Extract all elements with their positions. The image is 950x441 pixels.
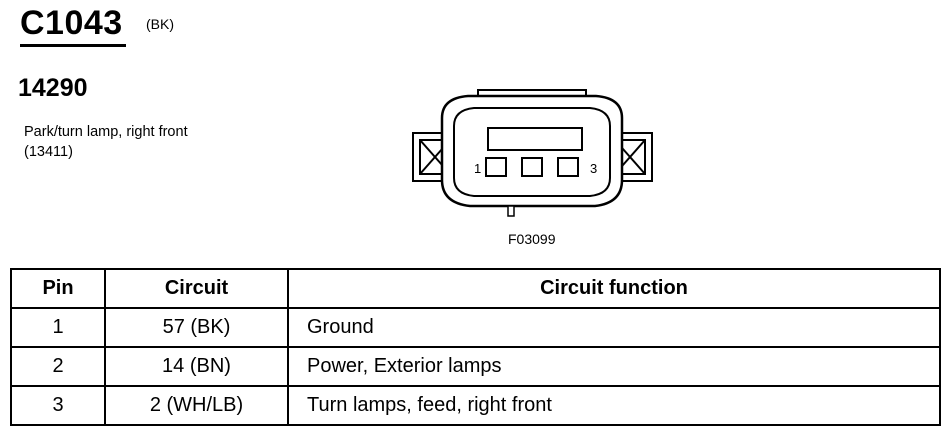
cell-function: Power, Exterior lamps (287, 346, 941, 387)
cell-circuit: 14 (BN) (104, 346, 289, 387)
table-row: 3 2 (WH/LB) Turn lamps, feed, right fron… (10, 385, 941, 426)
pin-cavity-1 (485, 157, 507, 177)
pin-label-3: 3 (590, 161, 597, 176)
connector-inner-wall (453, 107, 611, 197)
header-circuit: Circuit (104, 268, 289, 309)
pinout-table: Pin Circuit Circuit function 1 57 (BK) G… (10, 268, 941, 426)
component-description: Park/turn lamp, right front (13411) (24, 124, 188, 160)
cell-pin: 3 (10, 385, 106, 426)
cell-circuit: 2 (WH/LB) (104, 385, 289, 426)
pin-cavity-3 (557, 157, 579, 177)
header-pin: Pin (10, 268, 106, 309)
connector-id: C1043 (20, 4, 123, 42)
table-row: 2 14 (BN) Power, Exterior lamps (10, 346, 941, 387)
table-row: 1 57 (BK) Ground (10, 307, 941, 348)
cell-pin: 1 (10, 307, 106, 348)
figure-code: F03099 (508, 231, 556, 247)
pin-cavity-2 (521, 157, 543, 177)
upper-cavity (487, 127, 583, 151)
connector-id-underline (20, 44, 126, 47)
part-number: 14290 (18, 74, 88, 102)
cell-function: Turn lamps, feed, right front (287, 385, 941, 426)
connector-face-diagram: 1 3 (412, 89, 653, 217)
bottom-key (507, 205, 515, 217)
cell-circuit: 57 (BK) (104, 307, 289, 348)
top-key-notch (477, 89, 587, 96)
header-circuit-function: Circuit function (287, 268, 941, 309)
cell-pin: 2 (10, 346, 106, 387)
pin-label-1: 1 (474, 161, 481, 176)
connector-color: (BK) (146, 16, 174, 32)
table-header-row: Pin Circuit Circuit function (10, 268, 941, 309)
cell-function: Ground (287, 307, 941, 348)
